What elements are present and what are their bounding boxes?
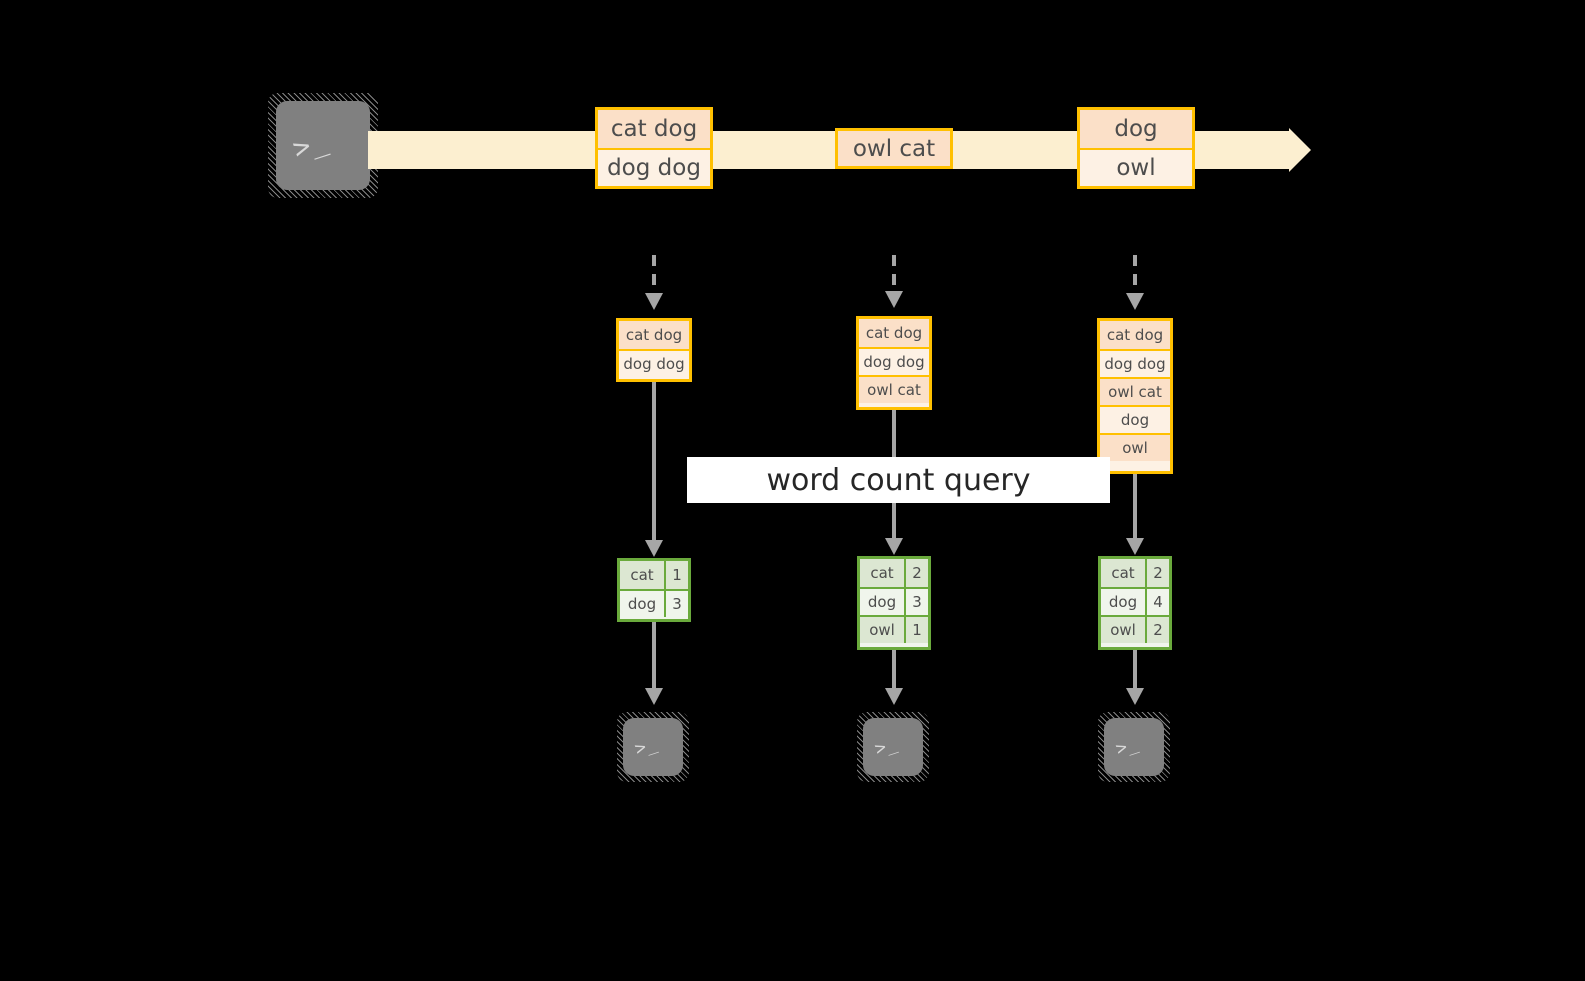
snapshot-3-row-3-count: 2 <box>1147 617 1169 643</box>
snapshot-1-input-buffer: cat dog dog dog <box>616 318 692 382</box>
table-row: cat 1 <box>620 561 688 589</box>
snapshot-2-sink-arrowhead <box>885 688 903 705</box>
snapshot-2-input-buffer: cat dog dog dog owl cat <box>856 316 932 410</box>
snapshot-3-input-line-1: cat dog <box>1100 321 1170 349</box>
snapshot-3-row-2-count: 4 <box>1147 589 1169 615</box>
snapshot-1-sink-terminal-icon: >_ <box>617 712 689 782</box>
snapshot-1-sink-line <box>652 622 656 694</box>
snapshot-3-sink-line <box>1133 650 1137 694</box>
source-terminal-icon: >_ <box>268 93 378 198</box>
table-row: cat 2 <box>1101 559 1169 587</box>
snapshot-3-sink-arrowhead <box>1126 688 1144 705</box>
snapshot-3-query-line <box>1133 474 1137 545</box>
table-row: dog 3 <box>860 587 928 615</box>
stream-event-2: owl cat <box>835 128 953 169</box>
snapshot-3-row-3-word: owl <box>1101 617 1147 643</box>
snapshot-2-sink-terminal-icon: >_ <box>857 712 929 782</box>
snapshot-2-input-line-2: dog dog <box>859 347 929 375</box>
snapshot-3-result-table: cat 2 dog 4 owl 2 <box>1098 556 1172 650</box>
snapshot-2-row-1-count: 2 <box>906 559 928 587</box>
snapshot-2-row-3-word: owl <box>860 617 906 643</box>
snapshot-3-feed-dash <box>1133 255 1137 293</box>
event-stream-arrowhead <box>1289 128 1311 172</box>
snapshot-2-sink-line <box>892 650 896 694</box>
snapshot-2-input-line-1: cat dog <box>859 319 929 347</box>
snapshot-2-input-line-3: owl cat <box>859 375 929 403</box>
snapshot-1-result-table: cat 1 dog 3 <box>617 558 691 622</box>
stream-event-3: dog owl <box>1077 107 1195 189</box>
snapshot-2-result-table: cat 2 dog 3 owl 1 <box>857 556 931 650</box>
snapshot-3-input-line-2: dog dog <box>1100 349 1170 377</box>
table-row: owl 2 <box>1101 615 1169 643</box>
snapshot-3-input-line-4: dog <box>1100 405 1170 433</box>
snapshot-3-sink-terminal-icon: >_ <box>1098 712 1170 782</box>
snapshot-3-feed-arrowhead <box>1126 293 1144 310</box>
snapshot-3-row-1-count: 2 <box>1147 559 1169 587</box>
stream-event-3-line-2: owl <box>1080 148 1192 186</box>
snapshot-1-row-2-word: dog <box>620 591 666 617</box>
stream-event-3-line-1: dog <box>1080 110 1192 148</box>
snapshot-2-row-2-count: 3 <box>906 589 928 615</box>
terminal-body <box>863 718 923 776</box>
snapshot-1-sink-arrowhead <box>645 688 663 705</box>
snapshot-1-row-2-count: 3 <box>666 591 688 617</box>
terminal-body <box>623 718 683 776</box>
terminal-body <box>1104 718 1164 776</box>
snapshot-3-input-buffer: cat dog dog dog owl cat dog owl <box>1097 318 1173 474</box>
snapshot-2-feed-arrowhead <box>885 291 903 308</box>
snapshot-3-row-2-word: dog <box>1101 589 1147 615</box>
snapshot-1-feed-arrowhead <box>645 293 663 310</box>
snapshot-3-query-arrowhead <box>1126 538 1144 555</box>
snapshot-1-feed-dash <box>652 255 656 293</box>
terminal-body <box>276 101 370 190</box>
stream-event-1-line-2: dog dog <box>598 148 710 186</box>
snapshot-1-input-line-1: cat dog <box>619 321 689 349</box>
table-row: dog 3 <box>620 589 688 617</box>
snapshot-3-input-line-5: owl <box>1100 433 1170 461</box>
stream-event-2-line-1: owl cat <box>838 131 950 166</box>
snapshot-1-input-line-2: dog dog <box>619 349 689 377</box>
snapshot-1-query-line <box>652 382 656 547</box>
table-row: owl 1 <box>860 615 928 643</box>
table-row: cat 2 <box>860 559 928 587</box>
snapshot-1-row-1-count: 1 <box>666 561 688 589</box>
snapshot-3-input-line-3: owl cat <box>1100 377 1170 405</box>
stream-event-1: cat dog dog dog <box>595 107 713 189</box>
snapshot-2-feed-dash <box>892 255 896 291</box>
table-row: dog 4 <box>1101 587 1169 615</box>
query-label: word count query <box>687 457 1110 503</box>
snapshot-2-row-3-count: 1 <box>906 617 928 643</box>
snapshot-1-query-arrowhead <box>645 540 663 557</box>
snapshot-3-row-1-word: cat <box>1101 559 1147 587</box>
snapshot-2-row-1-word: cat <box>860 559 906 587</box>
snapshot-2-query-arrowhead <box>885 538 903 555</box>
snapshot-2-row-2-word: dog <box>860 589 906 615</box>
snapshot-1-row-1-word: cat <box>620 561 666 589</box>
stream-event-1-line-1: cat dog <box>598 110 710 148</box>
